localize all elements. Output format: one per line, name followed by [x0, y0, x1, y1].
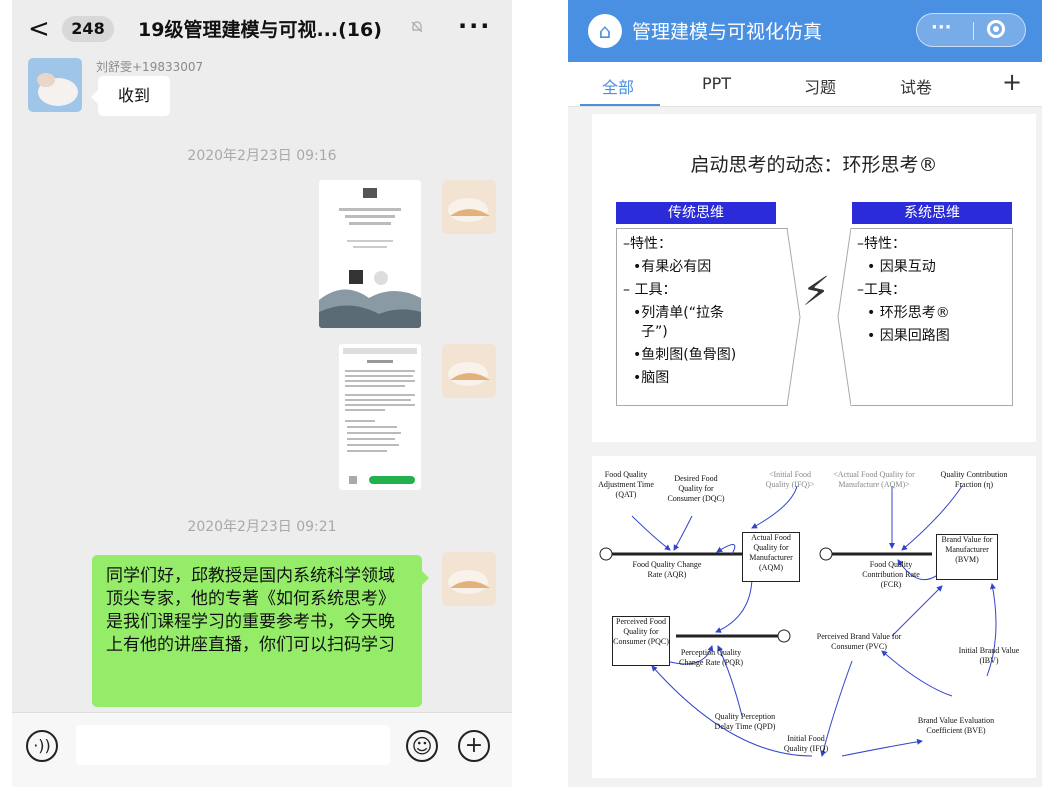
slide-thinking[interactable]: 启动思考的动态：环形思考® 传统思维 –特性： •有果必有因 – 工具： •列清… — [592, 114, 1036, 442]
var-ifq: Initial Food Quality (IFQ) — [783, 734, 829, 753]
add-tab-icon[interactable]: + — [1002, 68, 1023, 96]
screenshot-image-message[interactable] — [339, 344, 421, 490]
lightning-bolt-icon: ⚡ — [802, 269, 831, 315]
tab-bar: 全部 PPT 习题 试卷 + — [568, 62, 1042, 107]
var-dqc: Desired Food Quality for Consumer (DQC) — [667, 474, 725, 503]
slide-stock-flow-diagram[interactable]: Actual Food Quality for Manufacturer (AQ… — [592, 456, 1036, 778]
arrow-chevron-right — [786, 228, 801, 406]
plus-icon[interactable]: + — [458, 730, 490, 762]
var-fcr: Food Quality Contribution Rate (FCR) — [862, 560, 920, 589]
list-item: –特性： — [623, 236, 672, 252]
timestamp: 2020年2月23日 09:16 — [187, 148, 337, 164]
list-item: •脑图 — [633, 370, 670, 386]
capsule-menu: ··· — [916, 13, 1026, 47]
home-icon[interactable]: ⌂ — [588, 14, 622, 48]
list-item: 子”) — [641, 324, 668, 340]
traditional-thinking-box: –特性： •有果必有因 – 工具： •列清单(“拉条 子”) •鱼刺图(鱼骨图)… — [616, 228, 788, 406]
my-avatar[interactable] — [442, 180, 496, 234]
mini-program-window: ⌂ 管理建模与可视化仿真 ··· 全部 PPT 习题 试卷 + 启动思考的动态：… — [568, 0, 1042, 787]
more-options-icon[interactable]: ··· — [458, 12, 492, 40]
systems-thinking-heading: 系统思维 — [852, 202, 1012, 224]
var-ibv: Initial Brand Value (IBV) — [958, 646, 1020, 665]
timestamp: 2020年2月23日 09:21 — [187, 519, 337, 535]
slide-title: 启动思考的动态：环形思考® — [690, 154, 938, 176]
arrow-chevron-left — [837, 228, 852, 406]
message-input[interactable] — [76, 725, 390, 765]
sender-avatar[interactable] — [28, 58, 82, 112]
tab-exercises[interactable]: 习题 — [804, 78, 837, 97]
chat-input-bar: ·)) ☺ + — [12, 712, 512, 787]
stock-bvm: Brand Value for Manufacturer (BVM) — [936, 534, 998, 580]
var-qpd: Quality Perception Delay Time (QPD) — [714, 712, 776, 731]
poster-image-message[interactable] — [319, 180, 421, 328]
chat-title: 19级管理建模与可视...(16) — [138, 19, 382, 41]
list-item: • 环形思考® — [867, 305, 950, 321]
list-item: •列清单(“拉条 — [633, 305, 724, 321]
list-item: •鱼刺图(鱼骨图) — [633, 347, 737, 363]
reply-bubble[interactable]: 收到 — [91, 76, 170, 116]
stock-flow-lines — [599, 485, 997, 757]
traditional-thinking-heading: 传统思维 — [616, 202, 776, 224]
tab-all[interactable]: 全部 — [602, 78, 635, 97]
my-avatar[interactable] — [442, 344, 496, 398]
emoji-icon[interactable]: ☺ — [406, 730, 438, 762]
my-avatar[interactable] — [442, 552, 496, 606]
var-bve: Brand Value Evaluation Coefficient (BVE) — [917, 716, 995, 735]
list-item: –工具： — [857, 282, 906, 298]
mute-bell-icon — [411, 21, 423, 33]
voice-input-icon[interactable]: ·)) — [26, 730, 58, 762]
capsule-more-icon[interactable]: ··· — [931, 17, 952, 38]
tab-exams[interactable]: 试卷 — [900, 78, 933, 97]
chat-header: < 248 19级管理建模与可视...(16) ··· — [12, 0, 512, 56]
var-qcf: Quality Contribution Fraction (η) — [940, 470, 1008, 489]
list-item: – 工具： — [623, 282, 677, 298]
list-item: • 因果互动 — [867, 259, 936, 275]
announcement-bubble[interactable]: 同学们好，邱教授是国内系统科学领域顶尖专家，他的专著《如何系统思考》是我们课程学… — [92, 555, 429, 707]
back-chevron-icon[interactable]: < — [28, 14, 50, 44]
stock-aqm: Actual Food Quality for Manufacturer (AQ… — [742, 532, 800, 582]
unread-count-badge[interactable]: 248 — [62, 16, 114, 42]
mini-title: 管理建模与可视化仿真 — [632, 21, 823, 43]
capsule-close-icon[interactable] — [987, 20, 1005, 38]
list-item: • 因果回路图 — [867, 328, 950, 344]
var-pvc: Perceived Brand Value for Consumer (PVC) — [816, 632, 902, 651]
var-aqm-ref: <Actual Food Quality for Manufacture (AQ… — [833, 470, 915, 489]
mini-header: ⌂ 管理建模与可视化仿真 ··· — [568, 0, 1042, 62]
list-item: •有果必有因 — [633, 259, 712, 275]
systems-thinking-box: –特性： • 因果互动 –工具： • 环形思考® • 因果回路图 — [851, 228, 1013, 406]
var-aqr: Food Quality Change Rate (AQR) — [632, 560, 702, 579]
var-qat: Food Quality Adjustment Time (QAT) — [598, 470, 654, 499]
active-tab-underline — [580, 104, 660, 106]
var-pqr: Perception Quality Change Rate (PQR) — [679, 648, 743, 667]
tab-ppt[interactable]: PPT — [702, 74, 732, 93]
stock-pqc: Perceived Food Quality for Consumer (PQC… — [612, 616, 670, 666]
var-ifq-ref: <Initial Food Quality (IFQ)> — [765, 470, 815, 489]
wechat-chat-window: < 248 19级管理建模与可视...(16) ··· 刘舒雯+19833007… — [12, 0, 512, 787]
sender-name: 刘舒雯+19833007 — [96, 60, 204, 74]
capsule-divider — [973, 22, 974, 40]
list-item: –特性： — [857, 236, 906, 252]
